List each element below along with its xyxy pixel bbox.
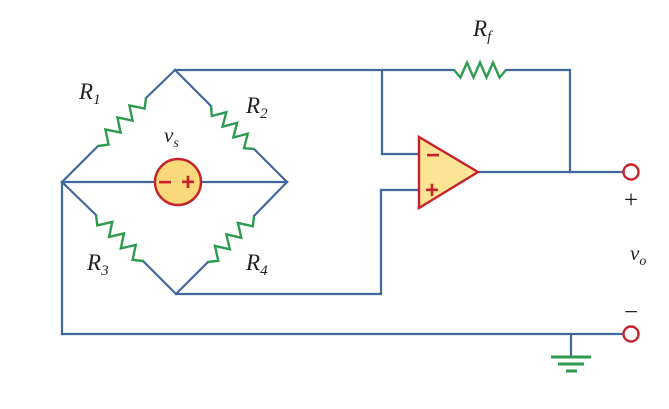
voltage-source-circle: [153, 157, 203, 207]
wire-bridge-left-bottom-lower: [141, 259, 178, 296]
label-r1-sub: 1: [93, 92, 101, 108]
resistor-r1: [97, 97, 148, 148]
label-r2: R2: [245, 93, 268, 122]
source-plus-sign: +: [181, 169, 195, 196]
label-r3: R3: [86, 250, 109, 279]
wire-bridge-left-top-upper: [144, 68, 177, 100]
label-r2-base: R: [245, 93, 260, 118]
wire-bridge-bottom-right-lower: [174, 260, 210, 296]
wire-bridge-bottom-right-upper: [252, 180, 289, 218]
resistor-rf: [453, 59, 507, 81]
wire-bridge-left-top-lower: [60, 144, 100, 184]
opamp-noninverting-sign: +: [425, 177, 439, 204]
output-terminal-positive: [622, 163, 640, 181]
ground-symbol: [551, 355, 591, 373]
label-rf-base: R: [472, 16, 487, 41]
output-terminal-negative: [622, 325, 640, 343]
wire-bridge-top-right-upper: [173, 68, 213, 108]
label-vs-base: v: [164, 123, 174, 147]
label-rf-sub: f: [487, 29, 493, 45]
output-minus-sign: −: [624, 299, 638, 326]
resistor-r3: [94, 214, 144, 263]
label-r2-sub: 2: [260, 106, 268, 122]
label-r4: R4: [245, 250, 268, 279]
label-vo-base: v: [630, 241, 640, 265]
voltage-source-vs: − +: [153, 157, 203, 207]
resistor-r2: [209, 105, 255, 151]
wire-bridge-top-right-lower: [252, 147, 289, 184]
opamp: − +: [417, 134, 481, 211]
label-rf: Rf: [472, 16, 493, 45]
label-vs: vs: [164, 123, 179, 151]
label-r1-base: R: [78, 79, 93, 104]
wire-bridge-left-bottom-upper: [60, 180, 98, 217]
opamp-inverting-sign: −: [426, 142, 440, 169]
label-r3-base: R: [86, 250, 101, 275]
label-r1: R1: [78, 79, 101, 108]
label-r4-base: R: [245, 250, 260, 275]
resistor-r4: [207, 215, 256, 264]
opamp-triangle: [417, 134, 481, 211]
output-plus-sign: +: [624, 187, 638, 214]
label-vs-sub: s: [173, 136, 179, 151]
label-r3-sub: 3: [100, 263, 109, 279]
label-r4-sub: 4: [260, 263, 268, 279]
label-vo-sub: o: [639, 254, 646, 269]
source-minus-sign: −: [158, 169, 172, 196]
label-vo: vo: [630, 241, 646, 269]
